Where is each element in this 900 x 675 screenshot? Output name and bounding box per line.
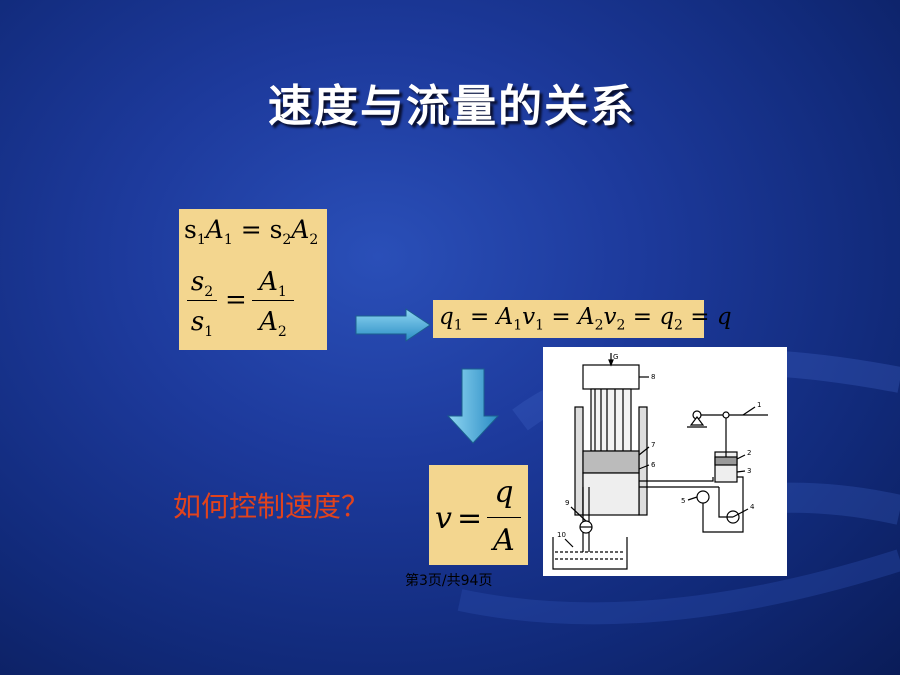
svg-text:9: 9 (565, 499, 569, 507)
page-footer: 第3页/共94页 (405, 573, 493, 589)
hydraulic-diagram-svg: G 8 1 2 3 7 6 5 4 9 10 (552, 353, 768, 570)
formula-line-2: s2 s1 = A1 A2 (187, 267, 307, 347)
formula-box-area-ratio: s1A1 = s2A2 s2 s1 = A1 A2 (179, 209, 327, 350)
svg-text:3: 3 (747, 467, 751, 475)
hydraulic-jack-diagram: G 8 1 2 3 7 6 5 4 9 10 (543, 347, 787, 576)
formula-box-velocity: v = q A (429, 465, 528, 565)
formula-line-1: s1A1 = s2A2 (184, 215, 319, 248)
formula-box-continuity: q1 = A1v1 = A2v2 = q2 = q (433, 300, 732, 338)
svg-text:4: 4 (750, 503, 755, 511)
velocity-equation: v = q A (435, 473, 525, 563)
right-arrow-icon (355, 308, 431, 342)
svg-text:2: 2 (747, 449, 751, 457)
down-arrow-icon (447, 368, 499, 444)
svg-text:10: 10 (557, 531, 566, 539)
slide-title: 速度与流量的关系 (268, 81, 636, 132)
question-text: 如何控制速度？ (173, 490, 370, 523)
continuity-equation: q1 = A1v1 = A2v2 = q2 = q (439, 304, 732, 334)
svg-text:8: 8 (651, 373, 655, 381)
svg-text:G: G (613, 353, 618, 361)
svg-text:5: 5 (681, 497, 685, 505)
svg-text:1: 1 (757, 401, 761, 409)
svg-text:6: 6 (651, 461, 656, 469)
svg-text:7: 7 (651, 441, 655, 449)
